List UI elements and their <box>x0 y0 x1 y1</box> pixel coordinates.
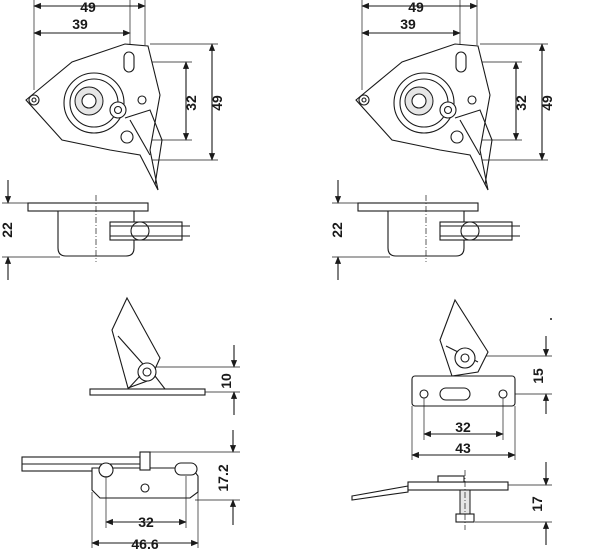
plan-view-right: 49 39 32 49 <box>355 0 555 191</box>
dim-hole-spacing: 32 <box>513 95 529 111</box>
dim-overall-width: 49 <box>408 0 424 15</box>
side-view-left: 22 <box>0 180 190 280</box>
lever-view-right: 15 32 43 <box>411 298 552 460</box>
dim-overall-width: 49 <box>80 0 96 15</box>
dim-overall-height: 49 <box>209 95 225 111</box>
dim-hole-spacing: 32 <box>138 514 154 530</box>
dot-mark <box>550 318 552 320</box>
dim-height: 22 <box>329 222 345 238</box>
dim-hole-spacing: 32 <box>183 95 199 111</box>
bottom-view-left: 17.2 32 46.6 <box>21 430 240 550</box>
plan-view-left: 49 39 32 49 <box>25 0 225 191</box>
dim-height: 10 <box>218 373 234 389</box>
dim-hole-spacing: 32 <box>455 419 471 435</box>
dim-plate-width: 43 <box>455 440 471 456</box>
side-view-right: 22 <box>329 180 520 280</box>
dim-height: 15 <box>530 368 546 384</box>
lever-view-left: 10 <box>89 296 240 415</box>
dim-hole-width: 39 <box>400 16 416 32</box>
dim-height: 22 <box>0 222 15 238</box>
bottom-view-right: 17 <box>351 462 552 545</box>
dim-overall-height: 49 <box>539 95 555 111</box>
dim-height: 17.2 <box>215 464 231 491</box>
dim-height: 17 <box>529 496 545 512</box>
dim-overall-width: 46.6 <box>131 536 158 550</box>
dim-hole-width: 39 <box>72 16 88 32</box>
